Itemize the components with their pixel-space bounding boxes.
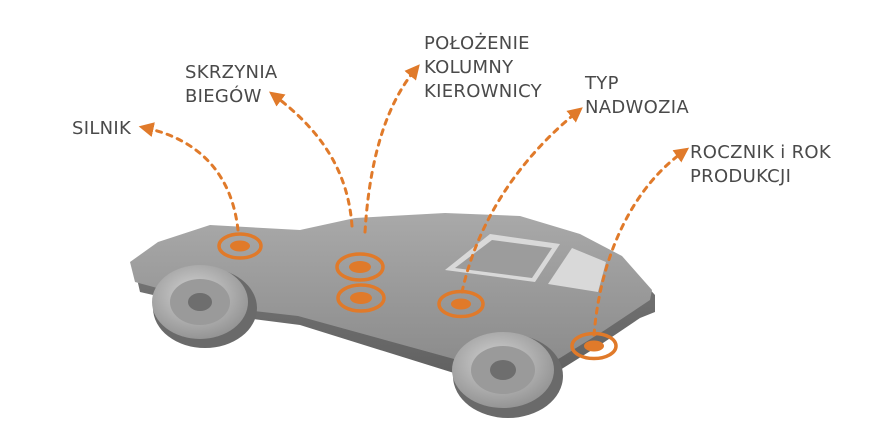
rear-wheel	[152, 265, 257, 348]
label-steering-column: POŁOŻENIE KOLUMNY KIEROWNICY	[424, 33, 542, 102]
label-body-type: TYP NADWOZIA	[585, 73, 689, 118]
marker-engine	[217, 232, 263, 260]
label-engine: SILNIK	[72, 118, 132, 139]
leader-line-engine	[138, 122, 240, 232]
marker-production-year	[570, 331, 618, 361]
leader-line-production-year	[592, 147, 690, 337]
marker-body-type	[437, 289, 485, 319]
marker-gearbox	[335, 252, 385, 282]
front-wheel	[452, 332, 563, 418]
marker-steering-column	[336, 283, 386, 313]
label-production-year: ROCZNIK i ROK PRODUKCJI	[690, 142, 831, 187]
leader-line-steering-column	[363, 64, 420, 234]
label-gearbox: SKRZYNIA BIEGÓW	[185, 62, 278, 107]
leader-line-gearbox	[269, 91, 354, 228]
window-rear	[548, 248, 606, 292]
